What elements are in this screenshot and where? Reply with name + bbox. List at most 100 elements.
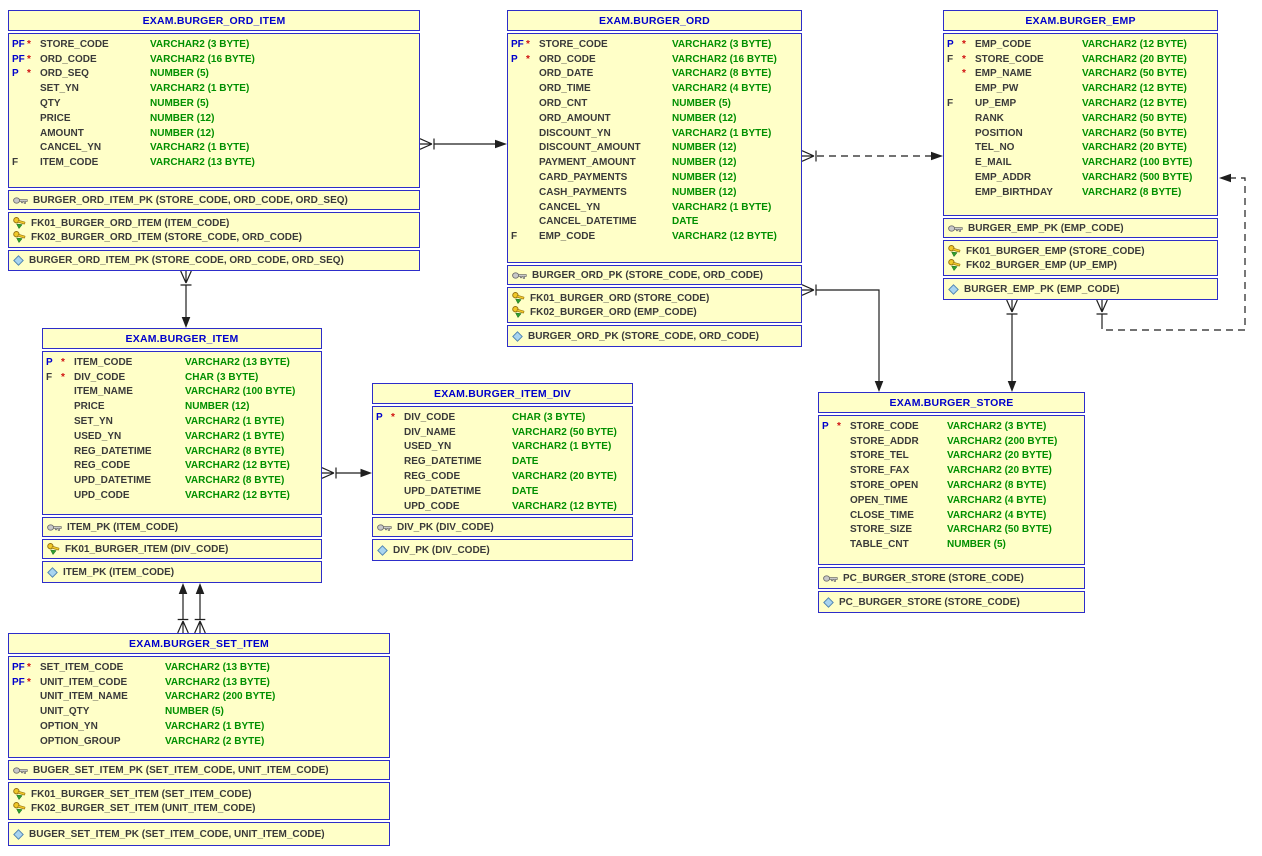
column-row[interactable]: F EMP_CODE VARCHAR2 (12 BYTE) — [508, 229, 801, 244]
column-row[interactable]: * EMP_NAME VARCHAR2 (50 BYTE) — [944, 67, 1217, 82]
column-row[interactable]: STORE_SIZE VARCHAR2 (50 BYTE) — [819, 523, 1084, 538]
relationship-ord-item-to-ord[interactable] — [419, 138, 507, 150]
primary-key-row[interactable]: DIV_PK (DIV_CODE) — [373, 520, 632, 534]
column-row[interactable]: ORD_AMOUNT NUMBER (12) — [508, 111, 801, 126]
column-row[interactable]: REG_DATETIME DATE — [373, 454, 632, 469]
primary-key-row[interactable]: BURGER_ORD_ITEM_PK (STORE_CODE, ORD_CODE… — [9, 193, 419, 207]
column-row[interactable]: EMP_BIRTHDAY VARCHAR2 (8 BYTE) — [944, 185, 1217, 200]
column-row[interactable]: PF * STORE_CODE VARCHAR2 (3 BYTE) — [508, 37, 801, 52]
foreign-key-row[interactable]: FK02_BURGER_ORD (EMP_CODE) — [508, 305, 801, 319]
primary-key-row[interactable]: BURGER_EMP_PK (EMP_CODE) — [944, 221, 1217, 235]
column-row[interactable]: ORD_TIME VARCHAR2 (4 BYTE) — [508, 81, 801, 96]
column-row[interactable]: PF * UNIT_ITEM_CODE VARCHAR2 (13 BYTE) — [9, 675, 389, 690]
column-row[interactable]: EMP_ADDR VARCHAR2 (500 BYTE) — [944, 170, 1217, 185]
column-row[interactable]: STORE_FAX VARCHAR2 (20 BYTE) — [819, 463, 1084, 478]
column-row[interactable]: REG_CODE VARCHAR2 (12 BYTE) — [43, 459, 321, 474]
index-row[interactable]: BURGER_ORD_PK (STORE_CODE, ORD_CODE) — [508, 329, 801, 343]
column-row[interactable]: REG_DATETIME VARCHAR2 (8 BYTE) — [43, 444, 321, 459]
relationship-ord-item-to-item[interactable] — [180, 270, 192, 328]
column-row[interactable]: UPD_CODE VARCHAR2 (12 BYTE) — [373, 499, 632, 514]
entity-burger-set-item[interactable]: EXAM.BURGER_SET_ITEM PF * SET_ITEM_CODE … — [8, 633, 390, 846]
entity-burger-ord[interactable]: EXAM.BURGER_ORD PF * STORE_CODE VARCHAR2… — [507, 10, 802, 347]
column-row[interactable]: PF * SET_ITEM_CODE VARCHAR2 (13 BYTE) — [9, 660, 389, 675]
column-row[interactable]: PRICE NUMBER (12) — [9, 111, 419, 126]
column-row[interactable]: OPTION_GROUP VARCHAR2 (2 BYTE) — [9, 734, 389, 749]
column-row[interactable]: P * EMP_CODE VARCHAR2 (12 BYTE) — [944, 37, 1217, 52]
column-row[interactable]: CANCEL_DATETIME DATE — [508, 215, 801, 230]
column-row[interactable]: F * DIV_CODE CHAR (3 BYTE) — [43, 370, 321, 385]
column-row[interactable]: P * ORD_SEQ NUMBER (5) — [9, 67, 419, 82]
entity-title[interactable]: EXAM.BURGER_ITEM_DIV — [372, 383, 633, 404]
column-row[interactable]: F * STORE_CODE VARCHAR2 (20 BYTE) — [944, 52, 1217, 67]
column-row[interactable]: P * ORD_CODE VARCHAR2 (16 BYTE) — [508, 52, 801, 67]
foreign-key-row[interactable]: FK02_BURGER_SET_ITEM (UNIT_ITEM_CODE) — [9, 801, 389, 815]
column-row[interactable]: OPEN_TIME VARCHAR2 (4 BYTE) — [819, 493, 1084, 508]
primary-key-row[interactable]: BUGER_SET_ITEM_PK (SET_ITEM_CODE, UNIT_I… — [9, 763, 389, 777]
entity-burger-item[interactable]: EXAM.BURGER_ITEM P * ITEM_CODE VARCHAR2 … — [42, 328, 322, 583]
entity-burger-store[interactable]: EXAM.BURGER_STORE P * STORE_CODE VARCHAR… — [818, 392, 1085, 613]
column-row[interactable]: ORD_CNT NUMBER (5) — [508, 96, 801, 111]
index-row[interactable]: BURGER_EMP_PK (EMP_CODE) — [944, 282, 1217, 296]
foreign-key-row[interactable]: FK02_BURGER_EMP (UP_EMP) — [944, 258, 1217, 272]
entity-title[interactable]: EXAM.BURGER_SET_ITEM — [8, 633, 390, 654]
relationship-item-to-item-div[interactable] — [321, 467, 372, 479]
column-row[interactable]: UPD_DATETIME DATE — [373, 484, 632, 499]
column-row[interactable]: F ITEM_CODE VARCHAR2 (13 BYTE) — [9, 155, 419, 170]
column-row[interactable]: POSITION VARCHAR2 (50 BYTE) — [944, 126, 1217, 141]
column-row[interactable]: UPD_CODE VARCHAR2 (12 BYTE) — [43, 488, 321, 503]
entity-title[interactable]: EXAM.BURGER_EMP — [943, 10, 1218, 31]
column-row[interactable]: STORE_TEL VARCHAR2 (20 BYTE) — [819, 449, 1084, 464]
column-row[interactable]: PAYMENT_AMOUNT NUMBER (12) — [508, 155, 801, 170]
column-row[interactable]: TABLE_CNT NUMBER (5) — [819, 537, 1084, 552]
foreign-key-row[interactable]: FK01_BURGER_EMP (STORE_CODE) — [944, 244, 1217, 258]
column-row[interactable]: DISCOUNT_YN VARCHAR2 (1 BYTE) — [508, 126, 801, 141]
entity-title[interactable]: EXAM.BURGER_ITEM — [42, 328, 322, 349]
index-row[interactable]: BUGER_SET_ITEM_PK (SET_ITEM_CODE, UNIT_I… — [9, 827, 389, 841]
column-row[interactable]: TEL_NO VARCHAR2 (20 BYTE) — [944, 141, 1217, 156]
column-row[interactable]: P * ITEM_CODE VARCHAR2 (13 BYTE) — [43, 355, 321, 370]
column-row[interactable]: USED_YN VARCHAR2 (1 BYTE) — [43, 429, 321, 444]
foreign-key-row[interactable]: FK01_BURGER_ORD (STORE_CODE) — [508, 291, 801, 305]
entity-title[interactable]: EXAM.BURGER_ORD — [507, 10, 802, 31]
column-row[interactable]: RANK VARCHAR2 (50 BYTE) — [944, 111, 1217, 126]
column-row[interactable]: PF * STORE_CODE VARCHAR2 (3 BYTE) — [9, 37, 419, 52]
column-row[interactable]: STORE_OPEN VARCHAR2 (8 BYTE) — [819, 478, 1084, 493]
column-row[interactable]: UNIT_QTY NUMBER (5) — [9, 704, 389, 719]
relationship-set-item-to-item-2[interactable] — [194, 583, 206, 634]
column-row[interactable]: CLOSE_TIME VARCHAR2 (4 BYTE) — [819, 508, 1084, 523]
relationship-set-item-to-item-1[interactable] — [177, 583, 189, 634]
column-row[interactable]: E_MAIL VARCHAR2 (100 BYTE) — [944, 155, 1217, 170]
index-row[interactable]: ITEM_PK (ITEM_CODE) — [43, 565, 321, 579]
column-row[interactable]: DIV_NAME VARCHAR2 (50 BYTE) — [373, 425, 632, 440]
column-row[interactable]: ORD_DATE VARCHAR2 (8 BYTE) — [508, 67, 801, 82]
relationship-emp-to-store[interactable] — [1006, 299, 1018, 392]
column-row[interactable]: OPTION_YN VARCHAR2 (1 BYTE) — [9, 719, 389, 734]
column-row[interactable]: CANCEL_YN VARCHAR2 (1 BYTE) — [508, 200, 801, 215]
column-row[interactable]: CANCEL_YN VARCHAR2 (1 BYTE) — [9, 141, 419, 156]
foreign-key-row[interactable]: FK02_BURGER_ORD_ITEM (STORE_CODE, ORD_CO… — [9, 230, 419, 244]
entity-title[interactable]: EXAM.BURGER_ORD_ITEM — [8, 10, 420, 31]
column-row[interactable]: QTY NUMBER (5) — [9, 96, 419, 111]
column-row[interactable]: EMP_PW VARCHAR2 (12 BYTE) — [944, 81, 1217, 96]
relationship-ord-to-store[interactable] — [801, 284, 884, 393]
entity-burger-item-div[interactable]: EXAM.BURGER_ITEM_DIV P * DIV_CODE CHAR (… — [372, 383, 633, 561]
column-row[interactable]: AMOUNT NUMBER (12) — [9, 126, 419, 141]
column-row[interactable]: SET_YN VARCHAR2 (1 BYTE) — [43, 414, 321, 429]
index-row[interactable]: PC_BURGER_STORE (STORE_CODE) — [819, 595, 1084, 609]
column-row[interactable]: REG_CODE VARCHAR2 (20 BYTE) — [373, 469, 632, 484]
entity-title[interactable]: EXAM.BURGER_STORE — [818, 392, 1085, 413]
entity-burger-emp[interactable]: EXAM.BURGER_EMP P * EMP_CODE VARCHAR2 (1… — [943, 10, 1218, 300]
column-row[interactable]: DISCOUNT_AMOUNT NUMBER (12) — [508, 141, 801, 156]
foreign-key-row[interactable]: FK01_BURGER_ITEM (DIV_CODE) — [43, 542, 321, 556]
column-row[interactable]: PRICE NUMBER (12) — [43, 399, 321, 414]
column-row[interactable]: P * DIV_CODE CHAR (3 BYTE) — [373, 410, 632, 425]
column-row[interactable]: P * STORE_CODE VARCHAR2 (3 BYTE) — [819, 419, 1084, 434]
primary-key-row[interactable]: BURGER_ORD_PK (STORE_CODE, ORD_CODE) — [508, 268, 801, 282]
column-row[interactable]: STORE_ADDR VARCHAR2 (200 BYTE) — [819, 434, 1084, 449]
column-row[interactable]: USED_YN VARCHAR2 (1 BYTE) — [373, 440, 632, 455]
column-row[interactable]: ITEM_NAME VARCHAR2 (100 BYTE) — [43, 385, 321, 400]
column-row[interactable]: UNIT_ITEM_NAME VARCHAR2 (200 BYTE) — [9, 690, 389, 705]
foreign-key-row[interactable]: FK01_BURGER_ORD_ITEM (ITEM_CODE) — [9, 216, 419, 230]
column-row[interactable]: F UP_EMP VARCHAR2 (12 BYTE) — [944, 96, 1217, 111]
